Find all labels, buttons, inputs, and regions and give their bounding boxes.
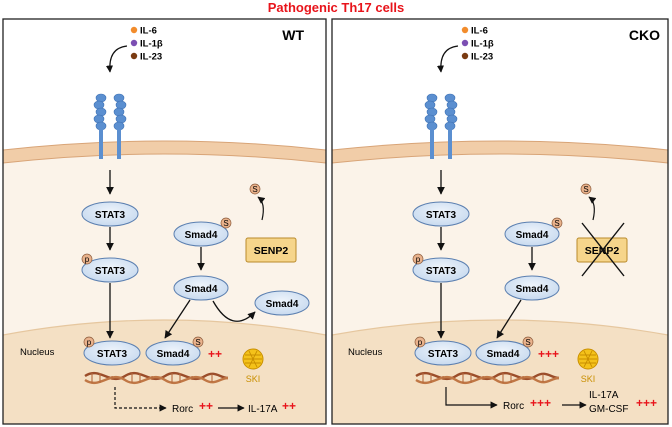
phospho-badge (81, 253, 93, 265)
wt-pstat3-label: STAT3 (95, 266, 126, 277)
released-sumo-badge (580, 183, 592, 195)
cko-nuclear-stat3-label: STAT3 (428, 349, 459, 360)
sumo-badge (522, 336, 534, 348)
sumo-badge (551, 217, 563, 229)
wt-output-label: IL-17A (248, 404, 278, 415)
wt-nuclear-stat3-label: STAT3 (97, 349, 128, 360)
cko-nuclear-smad4-node (475, 340, 531, 366)
cko-nuclear-stat3-node (414, 340, 472, 366)
wt-senp2-box (245, 237, 297, 263)
wt-ski-label: SKI (246, 374, 261, 384)
cko-senp2-knockout-cross-icon (581, 222, 625, 277)
cko-cell-membrane (332, 141, 668, 163)
cko-smad4-plus: +++ (538, 347, 559, 361)
wt-nuclear-stat3-node (83, 340, 141, 366)
wt-label: WT (282, 27, 304, 43)
cko-output-gmcsf: GM-CSF (589, 404, 628, 415)
wt-nucleus-label: Nucleus (20, 347, 55, 358)
sumo-badge (220, 217, 232, 229)
cko-ligand-il1b: IL-1β (471, 39, 494, 50)
wt-nucleus (3, 320, 326, 424)
cko-ski-icon (577, 348, 599, 370)
wt-ligand-il23: IL-23 (140, 52, 162, 63)
cko-receptor-icon (424, 93, 458, 159)
wt-smad4-label: Smad4 (185, 230, 218, 241)
il1b-dot-icon (130, 39, 138, 47)
svg-text:S: S (195, 338, 200, 347)
svg-text:S: S (525, 338, 530, 347)
cko-dna-icon (415, 371, 560, 385)
cko-stat3-node (412, 201, 470, 227)
il23-dot-icon (461, 52, 469, 60)
phospho-badge (414, 336, 426, 348)
cko-ligand-legend: IL-6 IL-1β IL-23 (436, 26, 494, 73)
wt-smad4-exported-node (254, 290, 310, 316)
wt-smad4-sumo-node (173, 221, 229, 247)
cko-ligand-il6: IL-6 (471, 26, 488, 37)
cko-panel-border (331, 18, 669, 425)
svg-text:p: p (87, 338, 92, 347)
wt-rorc-label: Rorc (172, 404, 193, 415)
svg-text:p: p (85, 255, 90, 264)
cko-pstat3-node (412, 257, 470, 283)
wt-senp2-label: SENP2 (254, 245, 289, 257)
cko-smad4-free-label: Smad4 (516, 284, 549, 295)
cko-nucleus (332, 320, 668, 424)
wt-stat3-label: STAT3 (95, 210, 126, 221)
sumo-badge (192, 336, 204, 348)
wt-weak-transcription-arrow (114, 387, 167, 412)
wt-nuclear-smad4-node (145, 340, 201, 366)
wt-smad4-exported-label: Smad4 (266, 299, 299, 310)
cko-smad4-sumo-node (504, 221, 560, 247)
cko-nuclear-smad4-label: Smad4 (487, 349, 520, 360)
cko-panel: CKO IL-6 IL-1β IL-23 STAT3 STAT3 p (331, 18, 669, 425)
cko-ligand-il23: IL-23 (471, 52, 493, 63)
cko-rorc-plus: +++ (530, 396, 551, 410)
wt-dna-icon (84, 371, 229, 385)
svg-text:S: S (554, 219, 559, 228)
cko-label: CKO (629, 27, 660, 43)
wt-pstat3-node (81, 257, 139, 283)
cko-pstat3-label: STAT3 (426, 266, 457, 277)
wt-receptor-icon (93, 93, 127, 159)
cko-output-plus: +++ (636, 396, 657, 410)
svg-text:p: p (418, 338, 423, 347)
figure-title: Pathogenic Th17 cells (267, 0, 405, 15)
wt-panel-border (2, 18, 327, 425)
phospho-badge (83, 336, 95, 348)
il6-dot-icon (461, 26, 469, 34)
wt-output-plus: ++ (282, 399, 296, 413)
cko-stat3-label: STAT3 (426, 210, 457, 221)
wt-ligand-il6: IL-6 (140, 26, 157, 37)
wt-smad4-free-label: Smad4 (185, 284, 218, 295)
cko-rorc-label: Rorc (503, 401, 524, 412)
wt-cell-membrane (3, 141, 326, 163)
svg-text:S: S (252, 185, 257, 194)
wt-nuclear-smad4-label: Smad4 (157, 349, 190, 360)
cko-transcription-arrow (445, 387, 498, 409)
released-sumo-badge (249, 183, 261, 195)
il23-dot-icon (130, 52, 138, 60)
il1b-dot-icon (461, 39, 469, 47)
wt-stat3-node (81, 201, 139, 227)
wt-smad4-plus: ++ (208, 347, 222, 361)
svg-text:S: S (583, 185, 588, 194)
cko-output-il17a: IL-17A (589, 390, 619, 401)
wt-ski-icon (242, 348, 264, 370)
il6-dot-icon (130, 26, 138, 34)
cko-ski-label: SKI (581, 374, 596, 384)
svg-text:p: p (416, 255, 421, 264)
cko-smad4-label: Smad4 (516, 230, 549, 241)
cko-nucleus-label: Nucleus (348, 347, 383, 358)
cko-smad4-node (504, 275, 560, 301)
wt-rorc-plus: ++ (199, 399, 213, 413)
wt-ligand-legend: IL-6 IL-1β IL-23 (105, 26, 163, 73)
wt-smad4-node (173, 275, 229, 301)
svg-text:S: S (223, 219, 228, 228)
wt-panel: WT IL-6 IL-1β IL-23 STAT3 STAT3 p (2, 18, 327, 425)
wt-ligand-il1b: IL-1β (140, 39, 163, 50)
phospho-badge (412, 253, 424, 265)
